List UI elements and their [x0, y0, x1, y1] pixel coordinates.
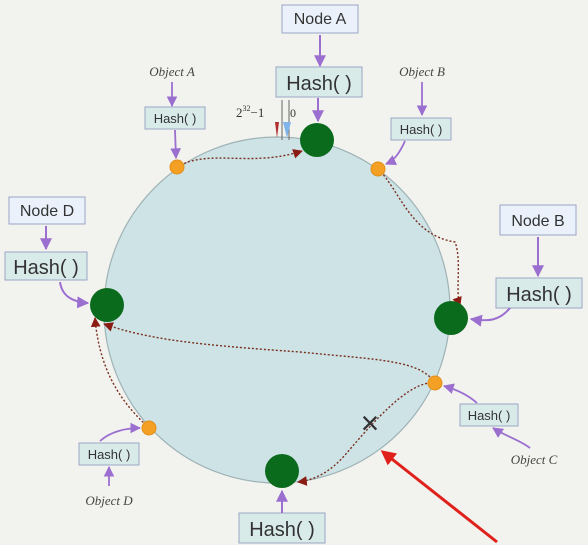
node-c: [265, 454, 299, 488]
object-d-label: Object D: [85, 493, 133, 508]
node-d-label-box: [8, 196, 86, 225]
object-a-label: Object A: [149, 64, 195, 79]
node-b-hash-label: Hash( ): [506, 284, 572, 306]
path-object-b-to-node-b: [377, 168, 462, 307]
node-b-label: Node B: [511, 213, 564, 230]
object-c-hash-box: [459, 403, 519, 427]
node-c-hash-box: [238, 512, 326, 544]
ring-max-arrow: [275, 122, 279, 138]
object-c-point: [427, 375, 443, 391]
path-object-a-to-node-a: [176, 149, 303, 168]
object-a-hash-label: Hash( ): [154, 111, 197, 126]
node-d-hash-box: [4, 251, 88, 281]
node-d-hash-label: Hash( ): [13, 257, 79, 279]
node-a-hash-label: Hash( ): [286, 73, 352, 95]
object-b-point: [370, 161, 386, 177]
node-b: [434, 301, 468, 335]
node-b-label-box: [499, 204, 577, 236]
node-d-label: Node D: [20, 203, 74, 220]
object-d-point: [141, 420, 157, 436]
object-d-hash-box: [78, 442, 140, 466]
object-c-arrow-2: [492, 427, 531, 449]
node-a: [300, 123, 334, 157]
node-a-label: Node A: [294, 11, 347, 28]
object-c-hash-label: Hash( ): [468, 408, 511, 423]
ring-zero-label: 0: [290, 106, 296, 120]
removed-node-marker: ×: [361, 405, 380, 441]
object-b-hash-label: Hash( ): [400, 122, 443, 137]
path-object-c-to-node-d: [103, 322, 436, 384]
object-c-label: Object C: [511, 452, 558, 467]
ring-zero-arrow: [283, 122, 291, 138]
node-a-label-box: [281, 4, 359, 34]
ring-max-label: 232−1: [236, 104, 264, 120]
object-a-arrow-2: [170, 129, 182, 160]
node-a-hash-box: [275, 66, 363, 98]
node-d-arrow-2: [59, 281, 90, 309]
object-c-arrow-1: [442, 383, 478, 404]
path-object-c-to-node-c: [297, 382, 436, 486]
object-a-point: [169, 159, 185, 175]
object-b-arrow-2: [385, 140, 406, 165]
object-d-hash-label: Hash( ): [88, 447, 131, 462]
node-d: [90, 288, 124, 322]
object-d-arrow-2: [99, 422, 142, 442]
path-object-d-to-node-d: [90, 317, 150, 429]
object-b-label: Object B: [399, 64, 445, 79]
object-b-hash-box: [390, 117, 452, 141]
node-b-arrow-2: [469, 307, 511, 327]
node-c-hash-label: Hash( ): [249, 519, 315, 541]
red-pointer-arrow: [380, 450, 498, 544]
object-a-hash-box: [144, 106, 206, 130]
node-b-hash-box: [495, 277, 583, 309]
hash-ring: [103, 136, 451, 484]
